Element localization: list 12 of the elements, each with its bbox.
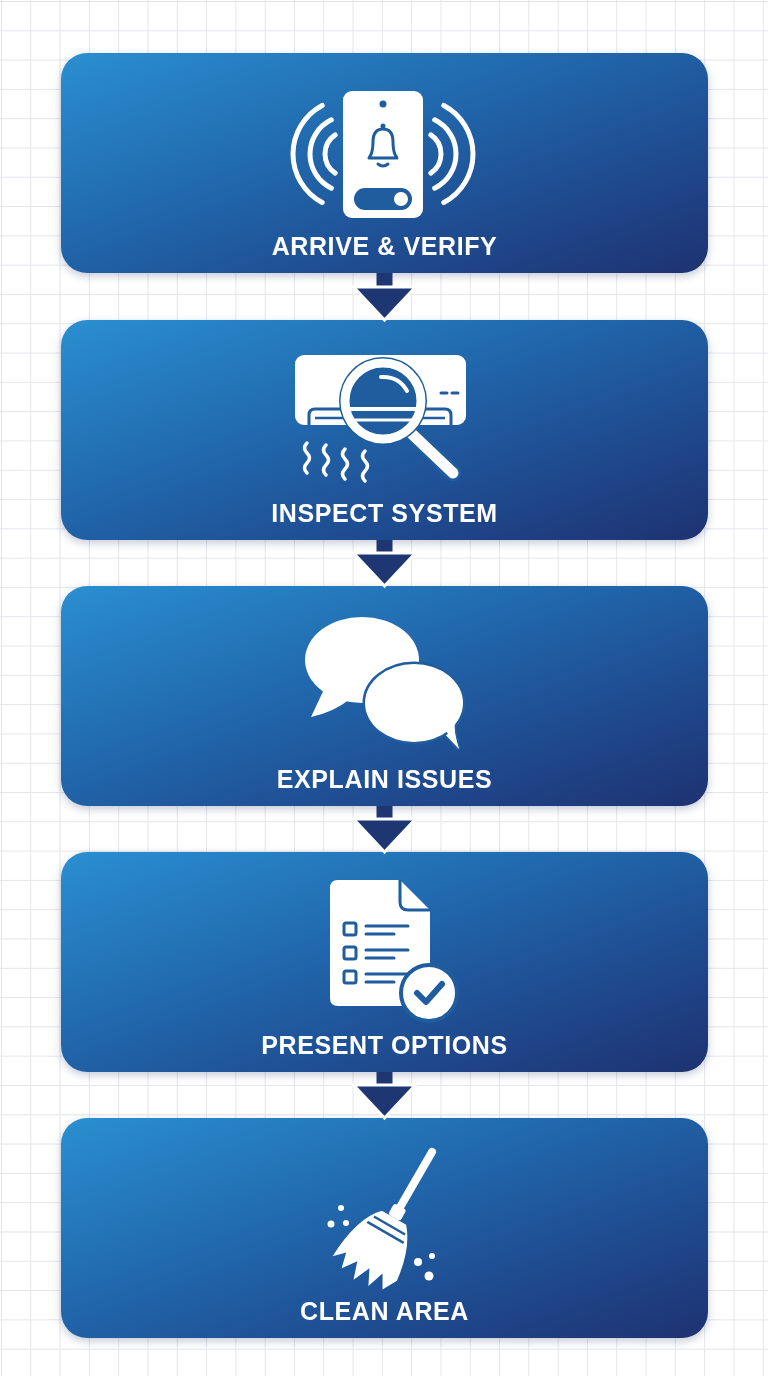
arrow [352, 806, 417, 854]
step-card [61, 53, 708, 273]
arrow [352, 1072, 417, 1120]
step-title: INSPECT SYSTEM [271, 498, 498, 528]
step-title: EXPLAIN ISSUES [276, 764, 493, 794]
step-title: ARRIVE & VERIFY [271, 231, 498, 261]
step-title: CLEAN AREA [300, 1296, 469, 1326]
step-card [61, 320, 708, 540]
step-card [61, 852, 708, 1072]
step-card [61, 1118, 708, 1338]
step-card [61, 586, 708, 806]
step-title: PRESENT OPTIONS [261, 1030, 508, 1060]
